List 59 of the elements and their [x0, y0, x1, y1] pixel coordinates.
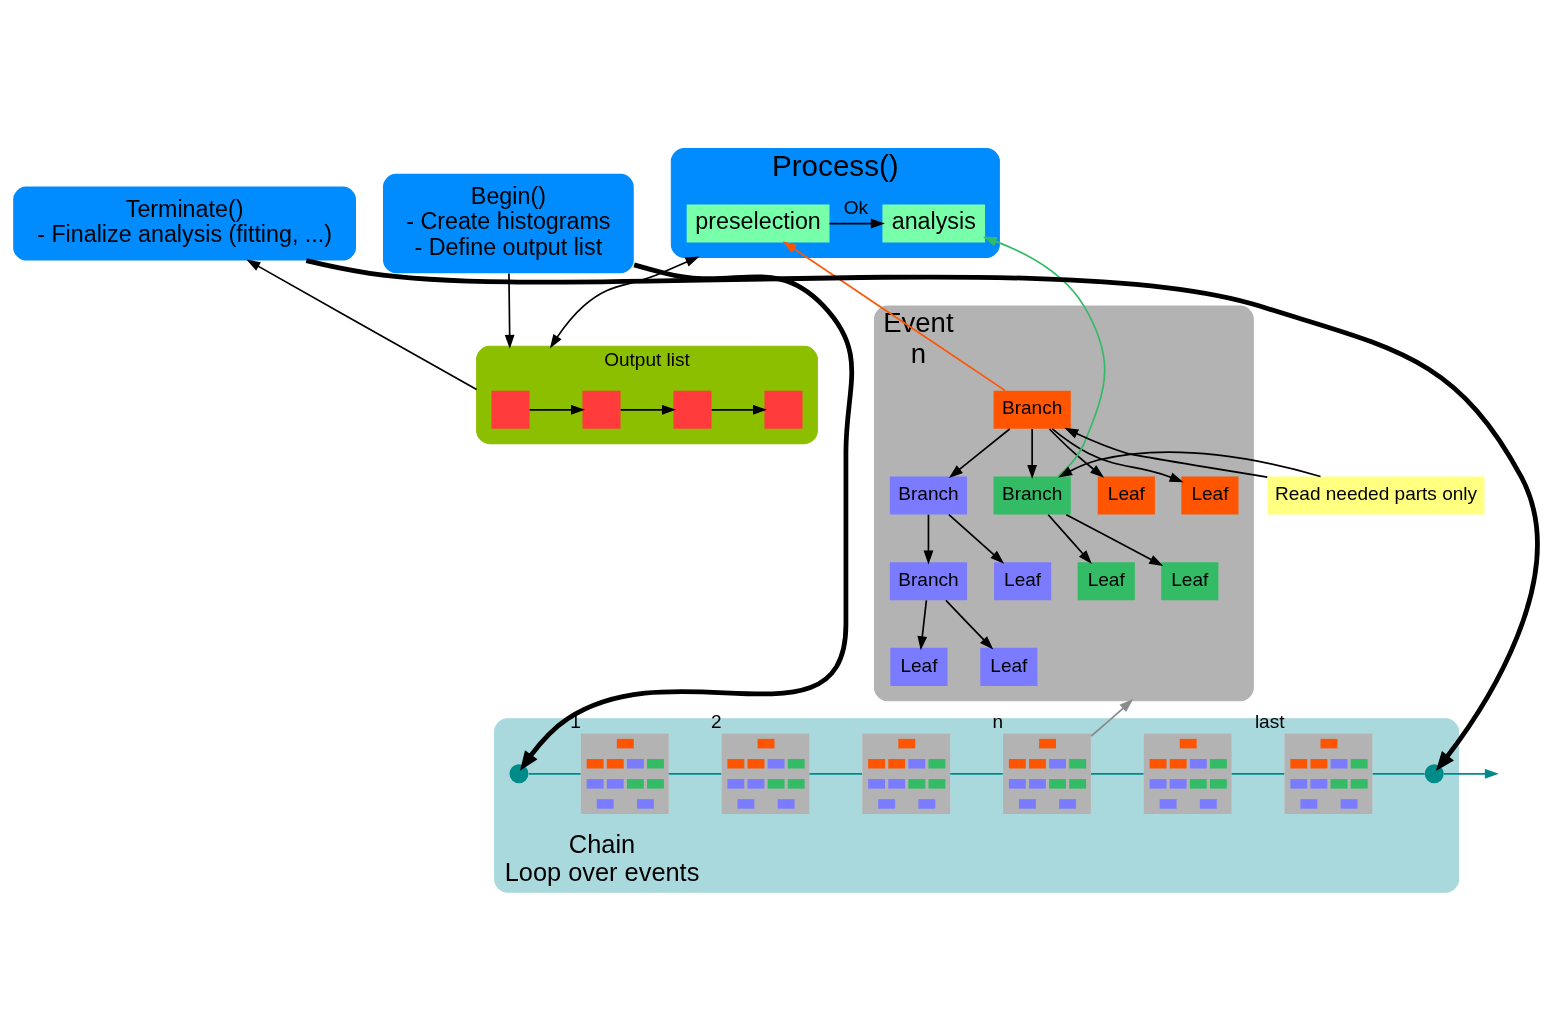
- arrow: [917, 599, 928, 650]
- node-circle: [509, 763, 529, 783]
- arrow: [945, 599, 994, 650]
- edge-label: Ok: [843, 196, 869, 218]
- node-box: Branch: [889, 475, 968, 515]
- node-box: preselection: [686, 204, 830, 243]
- arrow: [1064, 427, 1269, 478]
- node-box: Leaf: [890, 647, 948, 686]
- arrow: [923, 513, 934, 565]
- cluster: Output list: [476, 345, 818, 444]
- node-box: [491, 390, 530, 429]
- arrow: [948, 513, 1005, 564]
- node-box: Branch: [993, 475, 1071, 515]
- arrow: [710, 404, 767, 415]
- arrow: [504, 272, 515, 349]
- node-box: Leaf: [980, 647, 1038, 686]
- arrow: [1051, 427, 1184, 482]
- node-box: Leaf: [1181, 475, 1239, 515]
- arrow: [1027, 427, 1038, 479]
- arrow: [1090, 698, 1134, 737]
- node-label: 2: [711, 710, 722, 732]
- node-box: [673, 390, 712, 429]
- arrow: [1047, 513, 1092, 564]
- node-box: Branch: [889, 561, 968, 600]
- connector: [1230, 772, 1286, 775]
- node-box: Branch: [993, 390, 1071, 429]
- arrow: [305, 257, 1540, 771]
- node-box: Leaf: [1077, 561, 1135, 600]
- connector: [667, 772, 723, 775]
- node-box: Leaf: [994, 561, 1052, 600]
- node-box: analysis: [882, 204, 986, 243]
- arrow: [828, 218, 885, 228]
- arrow: [982, 236, 1106, 477]
- connector: [528, 772, 582, 775]
- node-box: [764, 390, 803, 429]
- connector: [1371, 772, 1426, 775]
- arrow: [528, 404, 585, 415]
- arrow: [519, 262, 855, 771]
- connector: [949, 772, 1004, 775]
- arrow: [1443, 768, 1499, 779]
- arrow: [619, 404, 676, 415]
- arrow: [1058, 450, 1322, 478]
- node-label: n: [992, 710, 1004, 732]
- node-circle: [1424, 763, 1444, 783]
- node-label: last: [1254, 710, 1285, 732]
- node-box: [582, 390, 621, 429]
- node-box: Read needed parts only: [1267, 475, 1485, 515]
- arrow: [246, 259, 478, 390]
- arrow: [549, 255, 700, 348]
- connector: [1090, 772, 1145, 775]
- arrow: [1048, 427, 1105, 478]
- node-box: Leaf: [1161, 561, 1219, 600]
- arrow: [948, 427, 1011, 478]
- arrow: [782, 240, 1007, 391]
- node-box: Leaf: [1097, 475, 1155, 515]
- arrow: [1065, 513, 1164, 566]
- node-box: Begin() - Create histograms - Define output list: [383, 173, 634, 273]
- node-box: Terminate() - Finalize analysis (fitting, ...): [13, 186, 356, 261]
- connector: [808, 772, 863, 775]
